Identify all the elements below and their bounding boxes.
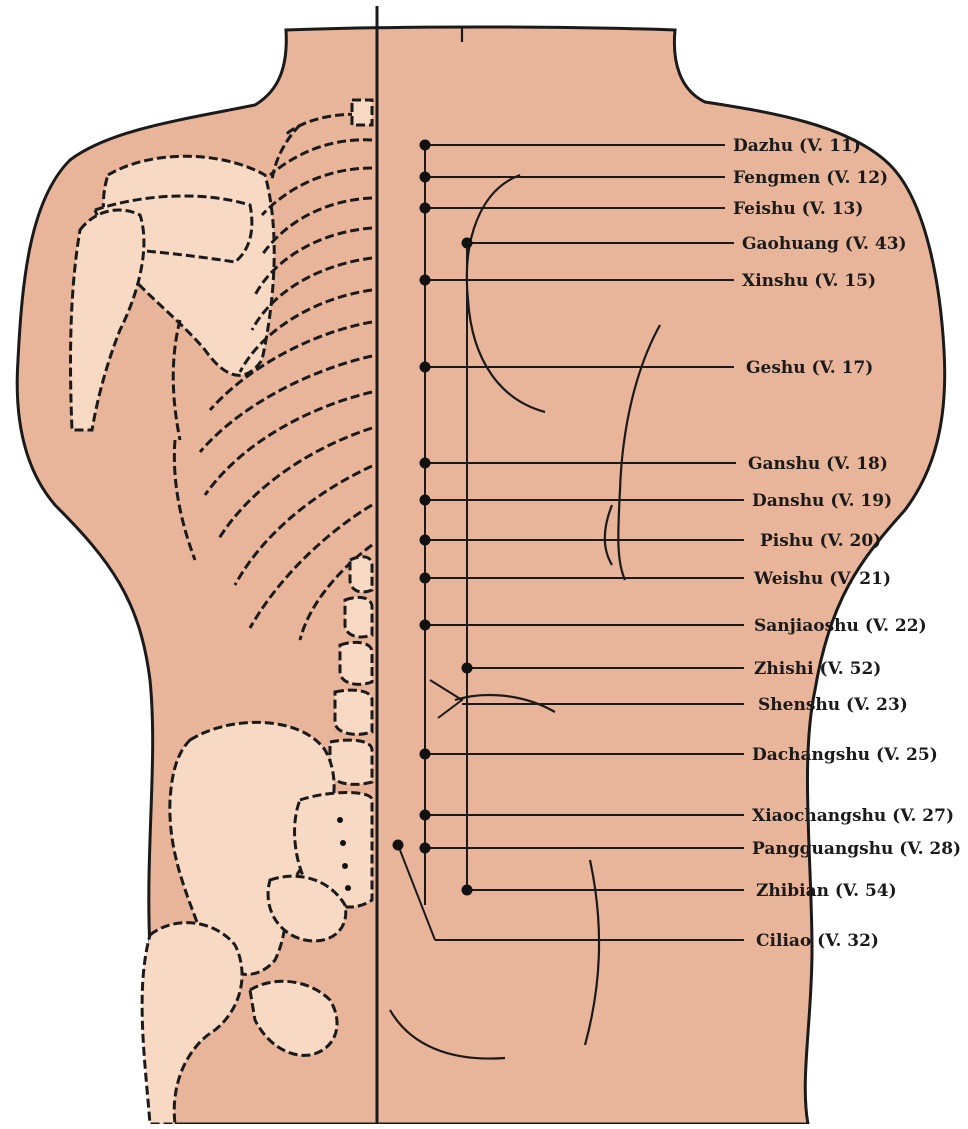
weishu-point-dot <box>420 573 431 584</box>
xinshu-point-dot <box>420 275 431 286</box>
geshu-point-dot <box>420 362 431 373</box>
zhibian-point-dot <box>462 885 473 896</box>
ganshu-point-dot <box>420 458 431 469</box>
shenshu-label: Shenshu (V. 23) <box>758 695 908 715</box>
zhibian-label: Zhibian (V. 54) <box>756 881 897 901</box>
dachangshu-point-dot <box>420 749 431 760</box>
fengmen-point-dot <box>420 172 431 183</box>
xiaochangshu-point-dot <box>420 810 431 821</box>
ciliao-point-dot <box>393 840 404 851</box>
sacral-foramen <box>342 863 348 869</box>
ciliao-label: Ciliao (V. 32) <box>756 931 879 951</box>
sacral-foramen <box>345 885 351 891</box>
zhishi-point-dot <box>462 663 473 674</box>
fengmen-label: Fengmen (V. 12) <box>733 168 888 188</box>
dazhu-point-dot <box>420 140 431 151</box>
geshu-label: Geshu (V. 17) <box>746 358 873 378</box>
sanjiaoshu-point-dot <box>420 620 431 631</box>
sanjiaoshu-label: Sanjiaoshu (V. 22) <box>754 616 927 636</box>
feishu-point-dot <box>420 203 431 214</box>
danshu-label: Danshu (V. 19) <box>752 491 892 511</box>
dazhu-label: Dazhu (V. 11) <box>733 136 861 156</box>
sacral-foramen <box>340 840 346 846</box>
sacral-foramen <box>337 817 343 823</box>
zhishi-label: Zhishi (V. 52) <box>754 659 881 679</box>
feishu-label: Feishu (V. 13) <box>733 199 863 219</box>
gaohuang-label: Gaohuang (V. 43) <box>742 234 907 254</box>
pishu-label: Pishu (V. 20) <box>760 531 881 551</box>
ganshu-label: Ganshu (V. 18) <box>748 454 888 474</box>
danshu-point-dot <box>420 495 431 506</box>
xiaochangshu-label: Xiaochangshu (V. 27) <box>752 806 954 826</box>
pangguangshu-label: Pangguangshu (V. 28) <box>752 839 961 859</box>
pishu-point-dot <box>420 535 431 546</box>
dachangshu-label: Dachangshu (V. 25) <box>752 745 938 765</box>
pangguangshu-point-dot <box>420 843 431 854</box>
xinshu-label: Xinshu (V. 15) <box>742 271 876 291</box>
weishu-label: Weishu (V. 21) <box>753 569 891 589</box>
gaohuang-point-dot <box>462 238 473 249</box>
